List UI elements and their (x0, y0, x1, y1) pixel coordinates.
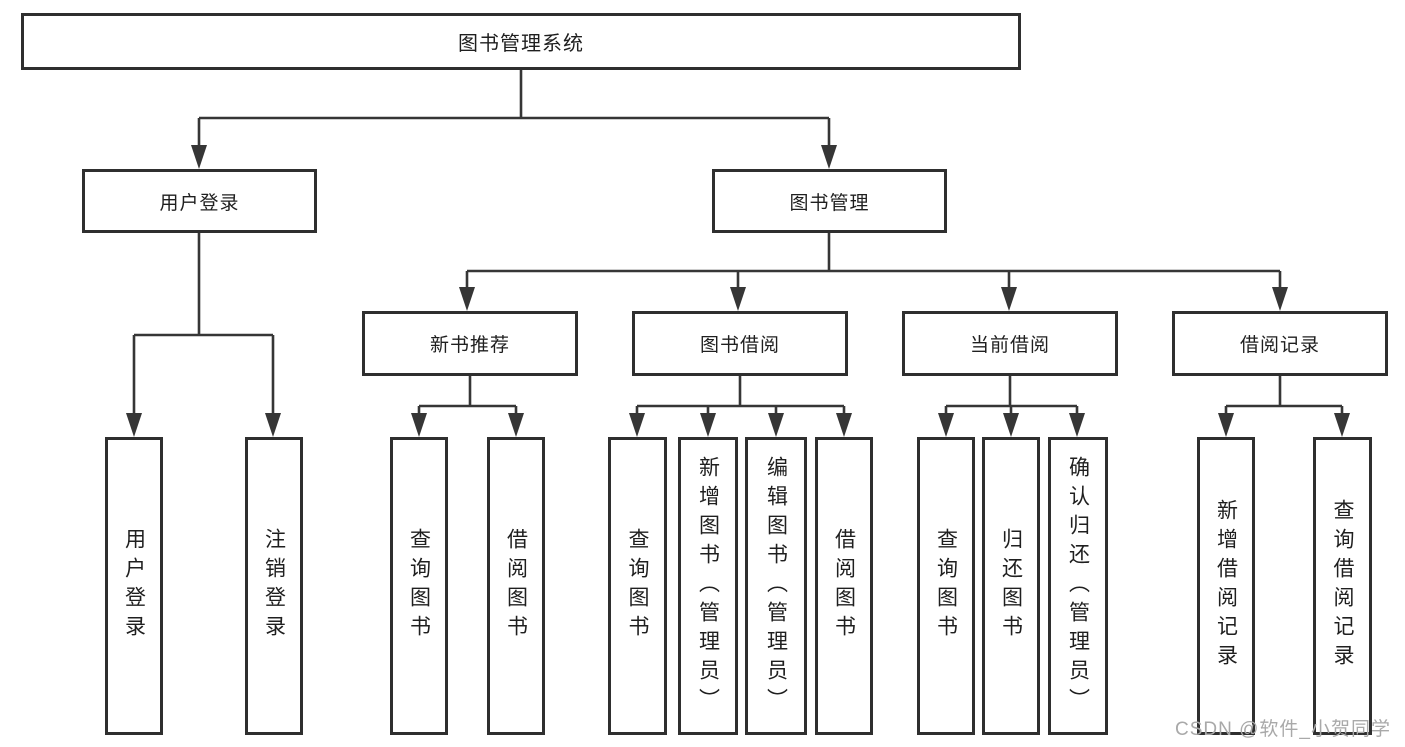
leaf-bb-borrow-book: 借阅图书 (815, 437, 873, 735)
leaf-rec-query-book: 查询图书 (390, 437, 448, 735)
node-book-borrow: 图书借阅 (632, 311, 848, 376)
leaf-rec-borrow-book: 借阅图书 (487, 437, 545, 735)
leaf-cb-confirm-return-admin: 确认归还（管理员） (1048, 437, 1108, 735)
leaf-br-add-record: 新增借阅记录 (1197, 437, 1255, 735)
node-root-library-system: 图书管理系统 (21, 13, 1021, 70)
leaf-logout: 注销登录 (245, 437, 303, 735)
node-user-login: 用户登录 (82, 169, 317, 233)
csdn-watermark: CSDN @软件_小贺同学 (1175, 719, 1391, 740)
node-book-management: 图书管理 (712, 169, 947, 233)
leaf-user-login: 用户登录 (105, 437, 163, 735)
leaf-bb-add-book-admin: 新增图书（管理员） (678, 437, 738, 735)
leaf-cb-return-book: 归还图书 (982, 437, 1040, 735)
node-new-book-recommend: 新书推荐 (362, 311, 578, 376)
leaf-cb-query-book: 查询图书 (917, 437, 975, 735)
leaf-bb-query-book: 查询图书 (608, 437, 667, 735)
leaf-bb-edit-book-admin: 编辑图书（管理员） (745, 437, 807, 735)
node-current-borrow: 当前借阅 (902, 311, 1118, 376)
node-borrow-record: 借阅记录 (1172, 311, 1388, 376)
leaf-br-query-record: 查询借阅记录 (1313, 437, 1372, 735)
